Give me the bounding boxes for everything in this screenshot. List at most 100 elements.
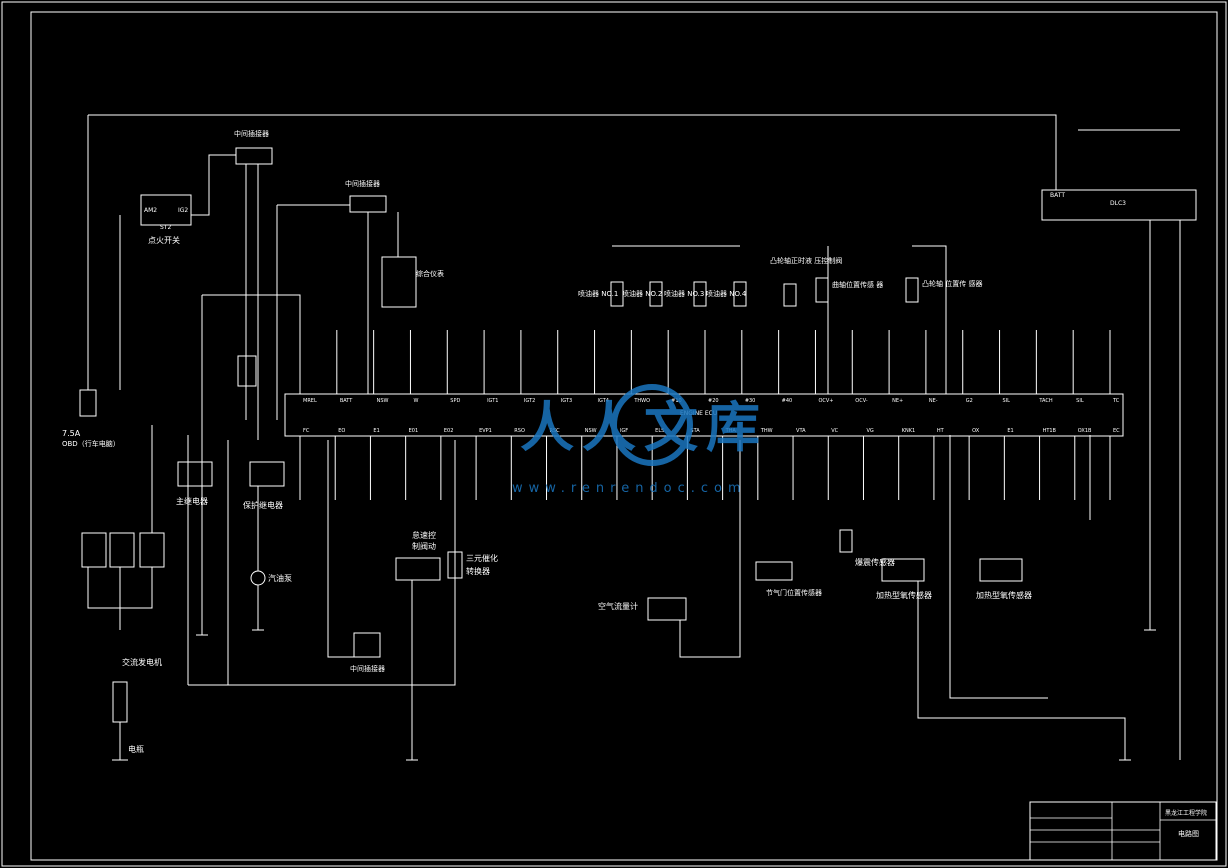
ecu-bottom-pin-label: E1 bbox=[1007, 428, 1013, 434]
ecu-bottom-pin-label: VC bbox=[831, 428, 838, 434]
fuse-obd-label: OBD（行车电脑） bbox=[62, 439, 120, 448]
combo-meter-label: 综合仪表 bbox=[416, 269, 444, 278]
fuse-7p5a bbox=[79, 389, 97, 417]
ecu-top-pin-label: IGT2 bbox=[524, 398, 535, 404]
ecu-bottom-pin-label: THA bbox=[725, 428, 737, 434]
ecu-bottom-pin-label: HT bbox=[937, 428, 945, 434]
ecu-bottom-pin-label: EC bbox=[1113, 428, 1120, 434]
knock-sensor-box bbox=[839, 529, 853, 553]
crank-sensor-label: 曲轴位置传感 器 bbox=[832, 280, 883, 289]
ecu-top-pin-label: #40 bbox=[782, 398, 793, 404]
dlc-label: DLC3 bbox=[1110, 200, 1126, 207]
watermark-text: 人人文库 bbox=[520, 396, 768, 459]
ecu-top-pin-label: IGT1 bbox=[487, 398, 498, 404]
idle-label-1: 怠速控 bbox=[412, 530, 436, 540]
ecu-top-pin-label: #30 bbox=[745, 398, 756, 404]
injector-4 bbox=[733, 281, 747, 307]
throttle-sensor-label: 节气门位置传感器 bbox=[766, 588, 822, 597]
ecu-top-pin-label: SIL bbox=[1003, 398, 1011, 404]
ecu-top-pin-label: IGT3 bbox=[561, 398, 572, 404]
battery-box bbox=[112, 681, 128, 723]
o2-heater-1-label: 加热型氧传感器 bbox=[876, 590, 932, 600]
ecu-bottom-pin-label: RSC bbox=[550, 428, 561, 434]
junction-connector-1-label: 中间插接器 bbox=[234, 129, 269, 138]
ig-pin-ig2: IG2 bbox=[178, 207, 188, 214]
ecu-top-pin-label: TC bbox=[1112, 398, 1120, 404]
ecu-top-pin-label: SPD bbox=[450, 398, 460, 404]
ecu-bottom-pin-label: STA bbox=[690, 428, 700, 434]
protect-relay-label: 保护继电器 bbox=[243, 500, 283, 510]
injector-1-label: 喷油器 NO.1 bbox=[578, 289, 618, 298]
ecu-bottom-pin-label: KNK1 bbox=[902, 428, 915, 434]
ecu-bottom-pin-label: OX bbox=[972, 428, 980, 434]
air-flow-meter-label: 空气流量计 bbox=[598, 601, 638, 611]
ig-pin-am2: AM2 bbox=[144, 207, 157, 214]
catalyst-label-2: 转换器 bbox=[466, 566, 490, 576]
fuse-7p5a-label: 7.5A bbox=[62, 429, 81, 438]
ecu-bottom-pin-label: HT1B bbox=[1043, 428, 1057, 434]
ecu-top-pin-label: OCV+ bbox=[818, 398, 833, 404]
ecu-bottom-pin-label: OX1B bbox=[1078, 428, 1092, 434]
ecu-label: ENGINE ECU bbox=[680, 410, 717, 417]
ecu-top-pin-label: G2 bbox=[966, 398, 973, 404]
fuel-pump-label: 汽油泵 bbox=[268, 573, 292, 583]
watermark: 人人文库 www.renrendoc.com bbox=[512, 384, 768, 496]
ecu-bottom-pin-label: ELS bbox=[655, 428, 664, 434]
o2-heater-2-box bbox=[979, 558, 1023, 582]
inner-border bbox=[30, 11, 1218, 861]
protect-relay-box bbox=[249, 461, 285, 487]
ecu-bottom-pin-label: EVP1 bbox=[479, 428, 492, 434]
ecu-top-pin-label: NSW bbox=[377, 398, 389, 404]
injector-2-label: 喷油器 NO.2 bbox=[622, 289, 662, 298]
cam-control-valve-label: 凸轮轴正时液 压控制阀 bbox=[770, 256, 842, 265]
ecu-top-pin-label: IGT4 bbox=[598, 398, 609, 404]
junction-connector-1 bbox=[235, 147, 273, 165]
title-block-school: 黑龙江工程学院 bbox=[1165, 809, 1207, 817]
junction-connector-3-label: 中间插接器 bbox=[350, 664, 385, 673]
ecu-bottom-pin-label: THW bbox=[760, 428, 773, 434]
catalyst-label-1: 三元催化 bbox=[466, 553, 498, 563]
ecu-top-pin-label: W bbox=[413, 398, 418, 404]
ecu-top-pin-label: #10 bbox=[671, 398, 682, 404]
cam-position-sensor bbox=[905, 277, 919, 303]
ecu-top-pin-label: OCV- bbox=[855, 398, 868, 404]
junction-connector-2-label: 中间插接器 bbox=[345, 179, 380, 188]
battery-label: 电瓶 bbox=[128, 744, 144, 754]
o2-heater-2-label: 加热型氧传感器 bbox=[976, 590, 1032, 600]
fuel-pump-icon bbox=[250, 570, 266, 586]
idle-label-2: 制阀动 bbox=[412, 541, 436, 551]
ecu-bottom-pin-label: VTA bbox=[796, 428, 806, 434]
dlc-batt-label: BATT bbox=[1050, 192, 1065, 199]
ecu-bottom-pin-label: IGF bbox=[620, 428, 628, 434]
ecu-bottom-pin-label: E02 bbox=[444, 428, 454, 434]
air-flow-meter-box bbox=[647, 597, 687, 621]
ecu-bottom-pin-label: VG bbox=[866, 428, 873, 434]
main-relay-label: 主继电器 bbox=[176, 496, 208, 506]
ecu-top-pin-label: MREL bbox=[303, 398, 317, 404]
ecu-top-pin-label: NE- bbox=[929, 398, 938, 404]
title-block: 黑龙江工程学院 电路图 bbox=[1029, 801, 1217, 861]
catalyst-box bbox=[447, 551, 463, 579]
ignition-switch-box bbox=[140, 194, 192, 226]
fuse-alt bbox=[109, 532, 135, 568]
engine-ecu-block bbox=[284, 393, 1124, 437]
ecu-top-pin-label: #20 bbox=[708, 398, 719, 404]
ecu-bottom-pin-label: E1 bbox=[373, 428, 379, 434]
crank-sensor bbox=[815, 277, 829, 303]
junction-connector-3 bbox=[353, 632, 381, 658]
o2-heater-1-box bbox=[881, 558, 925, 582]
junction-connector-2 bbox=[349, 195, 387, 213]
combo-meter-box bbox=[381, 256, 417, 308]
ecu-bottom-pin-label: E01 bbox=[409, 428, 419, 434]
alternator-label: 交流发电机 bbox=[122, 657, 162, 667]
injector-2 bbox=[649, 281, 663, 307]
relay-coil-15a bbox=[237, 355, 257, 387]
dlc3-box bbox=[1041, 189, 1197, 221]
ecu-top-pin-label: NE+ bbox=[892, 398, 903, 404]
cam-control-valve bbox=[783, 283, 797, 307]
knock-sensor-label: 爆震传感器 bbox=[855, 557, 895, 567]
fuse-am bbox=[139, 532, 165, 568]
